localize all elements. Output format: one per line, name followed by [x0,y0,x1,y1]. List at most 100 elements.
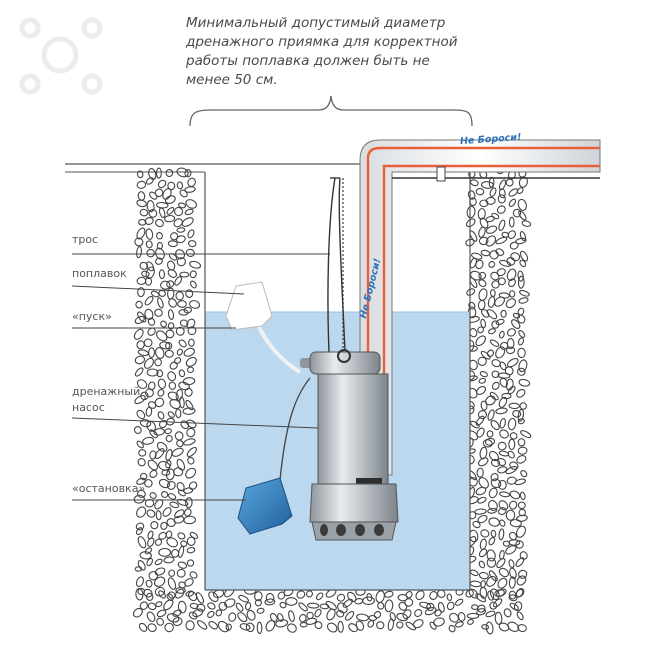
gravel-pebble [182,377,196,386]
gravel-pebble [133,426,142,435]
gravel-pebble [387,618,395,631]
gravel-pebble [517,270,524,282]
gravel-pebble [488,260,496,268]
gravel-pebble [517,446,528,455]
gravel-pebble [192,608,204,618]
gravel-pebble [476,467,484,478]
gravel-pebble [479,370,488,378]
gravel-pebble [478,477,489,489]
gravel-pebble [137,489,146,498]
gravel-pebble [499,418,506,429]
gravel-pebble [506,256,516,266]
gravel-pebble [148,209,158,218]
gravel-pebble [491,280,500,289]
gravel-pebble [512,208,522,218]
gravel-pebble [181,217,194,227]
gravel-pebble [184,169,192,178]
gravel-pebble [208,591,219,603]
gravel-pebble [285,597,298,606]
gravel-pebble [235,602,244,612]
gravel-pebble [497,457,507,467]
gravel-pebble [488,517,500,527]
gravel-pebble [469,580,482,588]
gravel-pebble [377,602,385,610]
gravel-pebble [189,260,202,269]
gravel-pebble [475,335,487,347]
gravel-pebble [164,622,174,633]
gravel-pebble [165,448,173,461]
gravel-pebble [183,438,196,446]
gravel-pebble [157,297,164,309]
gravel-pebble [174,276,183,286]
gravel-pebble [166,613,180,623]
gravel-pebble [498,528,505,541]
gravel-pebble [515,237,527,245]
gravel-pebble [434,609,442,617]
gravel-pebble [519,491,526,501]
gravel-pebble [178,339,187,348]
leader-lines [71,253,330,501]
gravel-pebble [145,592,154,602]
gravel-pebble [315,592,324,601]
gravel-pebble [480,400,488,411]
gravel-pebble [136,379,148,390]
gravel-pebble [507,450,515,459]
gravel-pebble [509,290,516,298]
gravel-pebble [154,308,163,317]
gravel-pebble [454,598,464,606]
gravel-pebble [337,602,348,614]
gravel-pebble [187,229,195,239]
gravel-pebble [477,604,486,613]
gravel-pebble [485,235,497,247]
gravel-pebble [490,478,502,489]
gravel-pebble [495,248,505,256]
gravel-pebble [165,530,173,539]
gravel-pebble [475,415,485,426]
gravel-pebble [508,198,517,208]
gravel-pebble [405,621,417,631]
gravel-pebble [137,458,146,467]
gravel-pebble [509,519,522,528]
gravel-pebble [218,601,228,611]
cable [327,177,346,376]
gravel-pebble [496,205,506,214]
gravel-pebble [454,621,464,628]
gravel-pebble [497,441,507,451]
gravel-pebble [168,298,177,308]
gravel-pebble [147,381,156,391]
gravel-pebble [228,612,237,622]
gravel-pebble [494,296,505,307]
gravel-pebble [196,620,208,630]
gravel-pebble [287,623,297,633]
gravel-pebble [136,340,145,350]
gravel-pebble [515,525,527,538]
gravel-pebble [185,497,193,509]
gravel-pebble [429,621,437,630]
gravel-pebble [157,411,165,420]
gravel-pebble [166,280,175,288]
gravel-pebble [506,476,517,485]
gravel-pebble [508,216,515,228]
gravel-pebble [489,339,500,347]
gravel-pebble [466,612,480,619]
gravel-pebble [186,427,196,438]
float-cord [279,377,311,481]
gravel-pebble [265,620,276,632]
gravel-pebble [245,622,255,633]
gravel-pebble [183,306,192,314]
gravel-pebble [165,417,175,426]
gravel-pebble [182,407,196,415]
gravel-pebble [175,291,184,301]
gravel-pebble [477,496,487,504]
gravel-pebble [389,611,396,622]
gravel-pebble [489,187,497,197]
gravel-pebble [149,469,158,479]
gravel-pebble [275,619,289,628]
gravel-pebble [277,613,284,622]
gravel-pebble [147,623,157,633]
gravel-pebble [144,276,153,286]
gravel-pebble [189,270,197,279]
gravel-pebble [517,187,524,195]
gravel-pebble [187,240,197,248]
gravel-pebble [173,467,184,477]
